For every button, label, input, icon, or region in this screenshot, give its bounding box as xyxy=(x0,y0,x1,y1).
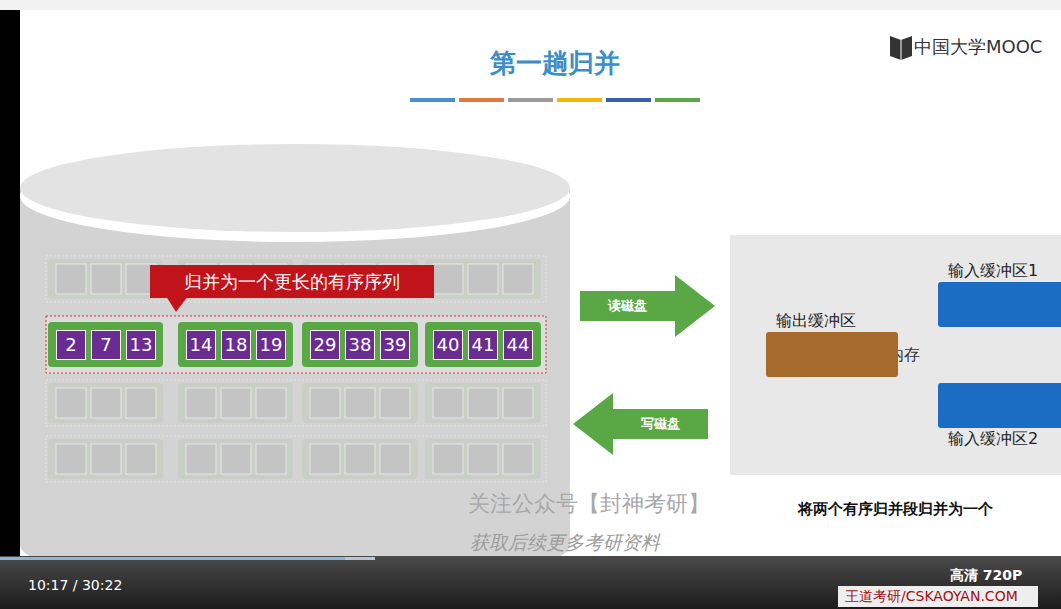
block-arrow: 写磁盘 xyxy=(573,393,708,456)
slide-caption: 将两个有序归并段归并为一个 xyxy=(730,500,1061,519)
record-number: 39 xyxy=(384,334,407,355)
record-cell: 2 xyxy=(56,330,86,360)
buffer-rect xyxy=(766,332,898,377)
buffer-label: 输入缓冲区2 xyxy=(938,428,1061,450)
record-cell: 44 xyxy=(503,330,533,360)
record-cell: 29 xyxy=(310,330,340,360)
record-number: 19 xyxy=(260,334,283,355)
record-number: 2 xyxy=(65,334,76,355)
record-number: 38 xyxy=(349,334,372,355)
record-cell: 40 xyxy=(433,330,463,360)
buffer: 输入缓冲区1 xyxy=(938,260,1061,327)
record-cell: 39 xyxy=(380,330,410,360)
logo-text: 中国大学MOOC xyxy=(914,35,1042,59)
buffer: 输入缓冲区2 xyxy=(938,383,1061,450)
record-number: 29 xyxy=(314,334,337,355)
record-number: 13 xyxy=(130,334,153,355)
callout-box: 归并为一个更长的有序序列 xyxy=(150,265,434,298)
slide-title: 第一趟归并 xyxy=(405,46,705,81)
record-number: 18 xyxy=(225,334,248,355)
record-number: 40 xyxy=(437,334,460,355)
record-number: 41 xyxy=(472,334,495,355)
buffer: 输出缓冲区 xyxy=(766,310,898,377)
buffer-label: 输入缓冲区1 xyxy=(938,260,1061,282)
record-cell: 38 xyxy=(345,330,375,360)
arrow-label: 写磁盘 xyxy=(613,409,708,439)
record-cell: 14 xyxy=(186,330,216,360)
record-number: 44 xyxy=(507,334,530,355)
buffer-label: 输出缓冲区 xyxy=(766,310,898,332)
buffer-rect xyxy=(938,282,1061,327)
record-cell: 18 xyxy=(221,330,251,360)
quality-label: 高清 720P xyxy=(950,567,1022,585)
arrow-shape xyxy=(580,275,715,338)
watermark: 关注公众号【封神考研】 xyxy=(468,489,710,519)
record-number: 7 xyxy=(100,334,111,355)
record-cell: 7 xyxy=(91,330,121,360)
block-arrow: 读磁盘 xyxy=(580,275,715,338)
watermark: 获取后续更多考研资料 xyxy=(470,530,660,556)
record-cell: 19 xyxy=(256,330,286,360)
time-display: 10:17 / 30:22 xyxy=(28,577,122,593)
record-cell: 13 xyxy=(126,330,156,360)
record-number: 14 xyxy=(190,334,213,355)
callout-text: 归并为一个更长的有序序列 xyxy=(184,271,400,292)
arrow-shape xyxy=(573,393,708,456)
brand-watermark: 王道考研/CSKAOYAN.COM xyxy=(845,588,1018,606)
record-cell: 41 xyxy=(468,330,498,360)
memory-panel: 内存输出缓冲区输入缓冲区1输入缓冲区2 xyxy=(730,235,1061,475)
buffer-rect xyxy=(938,383,1061,428)
arrow-label: 读磁盘 xyxy=(580,291,675,321)
